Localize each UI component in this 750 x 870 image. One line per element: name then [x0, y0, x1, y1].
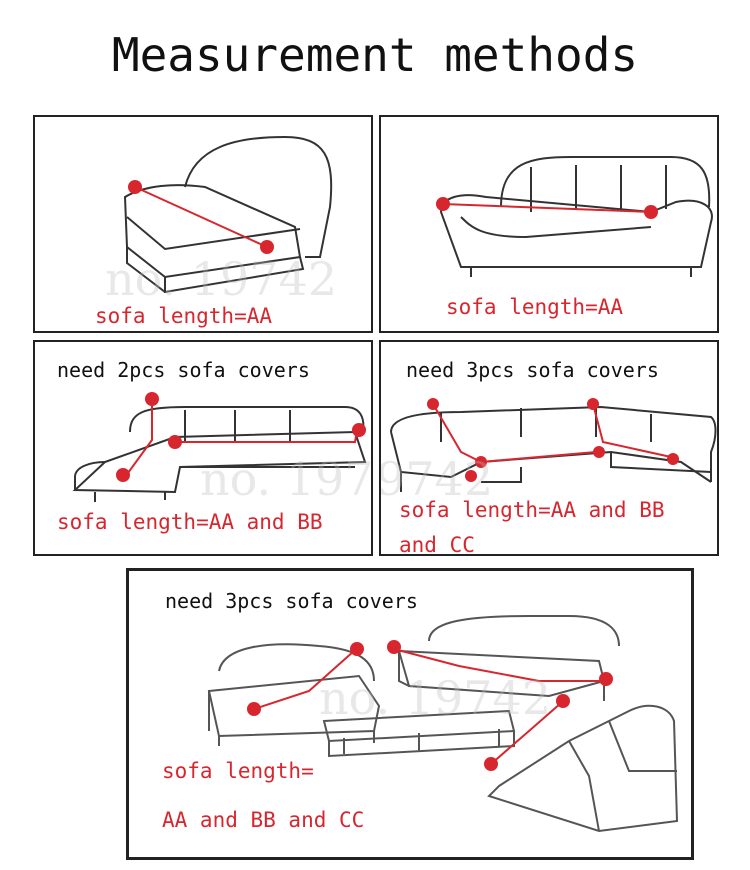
- panel-loveseat: sofa length=AA: [379, 115, 719, 333]
- panel-heading: need 3pcs sofa covers: [406, 358, 659, 382]
- loveseat-illustration: [436, 156, 713, 277]
- armless-sofa-illustration: [123, 135, 333, 294]
- page-title: Measurement methods: [111, 28, 639, 82]
- l-shaped-sofa-illustration: [72, 392, 367, 502]
- panel-heading: need 2pcs sofa covers: [57, 358, 310, 382]
- panel-l-shaped-sofa: need 2pcs sofa covers no. 19742 sofa len…: [33, 340, 373, 556]
- panel-caption-line2: and CC: [399, 533, 475, 556]
- watermark: no. 19742: [381, 452, 494, 506]
- panel-armless-sofa: no. 19742 sofa length=AA: [33, 115, 373, 333]
- watermark: no. 19742: [319, 671, 552, 725]
- panel-caption-line1: sofa length=: [162, 759, 314, 783]
- panel-caption-line2: AA and BB and CC: [162, 808, 365, 832]
- panel-caption: sofa length=AA and BB: [57, 510, 323, 534]
- u-shaped-sofa-illustration: [390, 398, 717, 492]
- sofa-set-illustration: [207, 615, 679, 833]
- watermark: no. 19742: [105, 252, 338, 306]
- panel-caption: sofa length=AA: [446, 295, 624, 319]
- panel-heading: need 3pcs sofa covers: [165, 589, 418, 613]
- panel-caption: sofa length=AA: [95, 304, 273, 328]
- watermark: no. 19742: [200, 452, 373, 506]
- panel-u-shaped-sofa: need 3pcs sofa covers no. 19742 sofa len…: [379, 340, 719, 556]
- panel-caption-line1: sofa length=AA and BB: [399, 498, 665, 522]
- panel-sofa-set: need 3pcs sofa covers no. 19742: [126, 568, 694, 860]
